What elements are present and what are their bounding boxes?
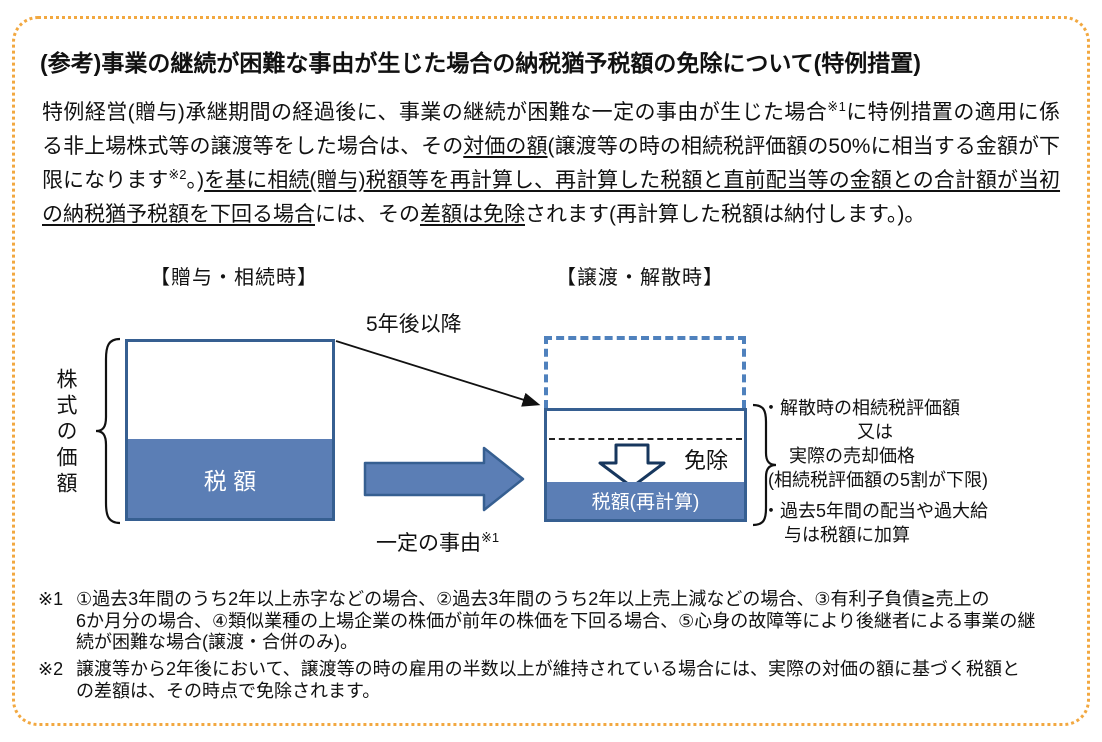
label-certain-cause: 一定の事由※1 [376,527,499,557]
tax-amount-label: 税 額 [203,467,257,494]
footnote-marker: ※2 [38,659,64,679]
page-title: (参考)事業の継続が困難な事由が生じた場合の納税猶予税額の免除について(特例措置… [40,50,921,76]
tax-amount-bar: 税 額 [128,439,332,518]
certain-cause-text: 一定の事由 [376,532,481,555]
label-transfer-dissolution-time: 【譲渡・解散時】 [556,267,724,289]
cause-arrow [363,446,525,512]
stock-value-box: 税 額 [125,339,335,521]
footnote-line: 6か月分の場合、④類似業種の上場企業の株価が前年の株価を下回る場合、⑤心身の故障… [76,610,1036,631]
note-line: 与は税額に加算 [784,525,910,545]
body-text-underlined: 対価の額 [463,135,548,158]
note-line: ・解散時の相続税評価額 [762,398,960,418]
stock-value-label: 株式の価額 [54,368,77,498]
original-value-dashed-box [544,336,746,408]
body-text-underlined: を基に相続(贈与)税額等を再計算し、再計算した税額と直前配当等の金額との合計額が… [42,169,1061,226]
lower-limit-dashed-line [549,438,742,440]
label-gift-inheritance-time: 【贈与・相続時】 [150,267,318,289]
footnote-marker: ※1 [38,589,64,609]
body-text-segment: 。) [186,169,205,192]
body-text-underlined: 差額は免除 [420,203,525,226]
footnote-line: 譲渡等から2年後において、譲渡等の時の雇用の半数以上が維持されている場合には、実… [76,659,1021,679]
recalculated-box: 税額(再計算) [544,408,747,522]
body-paragraph: 特例経営(贈与)承継期間の経過後に、事業の継続が困難な一定の事由が生じた場合※1… [42,96,1060,232]
exemption-label: 免除 [684,448,729,473]
label-after-5-years: 5年後以降 [366,313,462,336]
body-text-segment: に特例措置の適用に係る非上場株式等の譲渡等をした場合は、その [42,101,1060,158]
footnote-text: 譲渡等から2年後において、譲渡等の時の雇用の半数以上が維持されている場合には、実… [76,659,1078,702]
footnote-line: 続が困難な場合(譲渡・合併のみ)。 [76,632,358,652]
footnote-ref-1: ※1 [481,530,500,545]
footnote-line: ①過去3年間のうち2年以上赤字などの場合、②過去3年間のうち2年以上売上減などの… [76,589,990,609]
body-text-segment: 特例経営(贈与)承継期間の経過後に、事業の継続が困難な一定の事由が生じた場合 [42,101,828,124]
right-brace [752,403,777,527]
note-line: 又は [857,422,893,442]
side-notes: ・解散時の相続税評価額 又は 実際の売却価格 (相続税評価額の5割が下限) ・過… [762,396,1082,547]
footnote-2: ※2 譲渡等から2年後において、譲渡等の時の雇用の半数以上が維持されている場合に… [38,659,1078,702]
body-text-segment: には、その [315,203,420,226]
recalc-tax-label: 税額(再計算) [591,492,700,513]
footnote-ref-1: ※1 [827,99,846,114]
footnote-ref-2: ※2 [168,167,187,182]
note-line: 実際の売却価格 [789,446,915,466]
dotted-frame [12,16,1090,726]
recalc-tax-bar: 税額(再計算) [547,482,744,519]
exemption-arrow [598,443,666,489]
body-text-segment: されます(再計算した税額は納付します。)。 [525,203,926,226]
connector-arrow [335,340,541,407]
footnote-text: ①過去3年間のうち2年以上赤字などの場合、②過去3年間のうち2年以上売上減などの… [76,589,1078,654]
left-brace [95,337,121,525]
note-line: (相続税評価額の5割が下限) [768,470,988,490]
note-line: ・過去5年間の配当や過大給 [762,501,989,521]
body-text-segment: (譲渡等の時の相続税評価額の50%に相当する金額が下限になります [42,135,1061,192]
footnote-1: ※1 ①過去3年間のうち2年以上赤字などの場合、②過去3年間のうち2年以上売上減… [38,589,1078,654]
footnote-line: の差額は、その時点で免除されます。 [76,680,381,701]
